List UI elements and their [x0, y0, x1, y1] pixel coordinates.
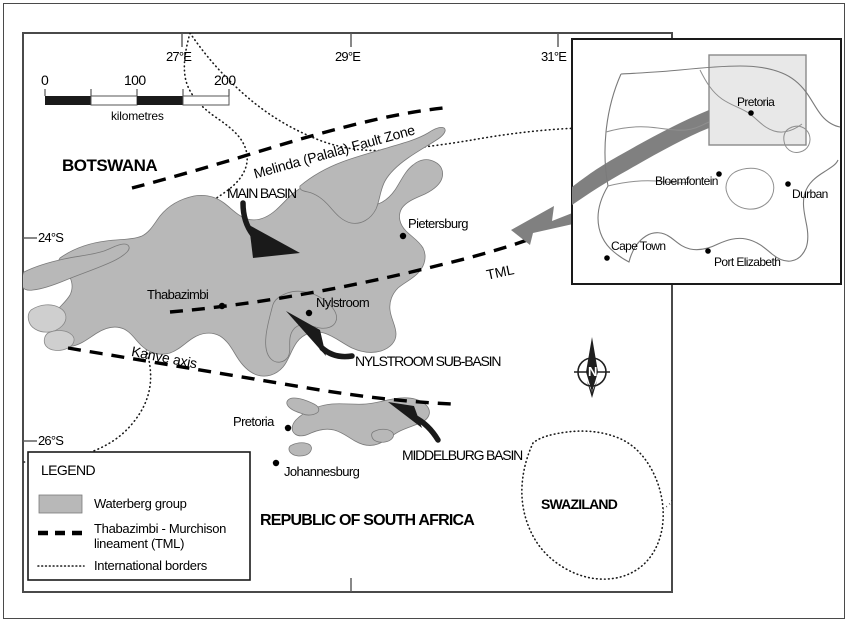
latitude-label-26s: 26°S	[38, 433, 64, 448]
inset-contents	[572, 54, 841, 263]
latitude-label-24s: 24°S	[38, 230, 64, 245]
country-label-botswana: BOTSWANA	[62, 156, 158, 175]
basin-label-middelburg: MIDDELBURG BASIN	[402, 447, 523, 463]
main-basin-arrowhead	[249, 225, 300, 258]
map-contents	[23, 33, 672, 592]
country-label-rsa: REPUBLIC OF SOUTH AFRICA	[260, 512, 475, 529]
inset-dot-portelizabeth	[705, 248, 711, 254]
city-dot-nylstroom	[305, 309, 313, 317]
city-label-thabazimbi: Thabazimbi	[147, 287, 209, 302]
scale-bar	[44, 89, 230, 106]
inset-country-outline	[597, 65, 841, 263]
waterberg-middelburg-outlier-2	[371, 428, 394, 443]
city-dot-pretoria	[284, 424, 292, 432]
waterberg-outlier-a	[27, 304, 67, 333]
inset-dot-durban	[785, 181, 791, 187]
waterberg-nylstroom-subbasin	[265, 290, 338, 363]
inset-city-label-portelizabeth: Port Elizabeth	[714, 255, 781, 269]
legend-label-waterberg: Waterberg group	[94, 496, 187, 511]
scale-unit-label: kilometres	[111, 109, 164, 123]
longitude-label-29e: 29°E	[335, 49, 361, 64]
legend-title: LEGEND	[41, 462, 96, 478]
legend-label-tml-line1: Thabazimbi - Murchison	[94, 521, 227, 536]
scale-tick-0: 0	[41, 72, 49, 88]
waterberg-middelburg-outlier	[288, 442, 312, 457]
inset-city-label-bloemfontein: Bloemfontein	[655, 174, 718, 188]
middelburg-arrowhead	[388, 402, 422, 428]
inset-dot-bloemfontein	[716, 171, 722, 177]
inset-city-label-capetown: Cape Town	[611, 239, 666, 253]
tml-lineament-line	[169, 237, 531, 314]
city-label-nylstroom: Nylstroom	[316, 295, 370, 310]
waterberg-west-tail	[23, 243, 130, 291]
swaziland-border	[521, 430, 664, 580]
inset-pointer-band-interior	[572, 110, 709, 205]
nylstroom-arrowhead	[286, 311, 326, 356]
legend-swatch-waterberg	[38, 494, 83, 514]
inset-study-area-box	[708, 54, 807, 146]
north-arrow	[574, 337, 610, 398]
inset-small-loop	[783, 125, 811, 153]
city-label-pietersburg: Pietersburg	[408, 216, 468, 231]
scale-tick-200: 200	[214, 72, 236, 88]
inset-lesotho-outline	[725, 167, 775, 210]
city-label-pretoria: Pretoria	[233, 414, 274, 429]
city-dot-thabazimbi	[218, 302, 226, 310]
basin-label-main: MAIN BASIN	[227, 185, 297, 201]
scale-tick-100: 100	[124, 72, 146, 88]
inset-city-label-durban: Durban	[792, 187, 828, 201]
city-dot-johannesburg	[272, 459, 280, 467]
inset-city-label-pretoria: Pretoria	[737, 95, 775, 109]
melinda-palala-fault-zone-line	[131, 106, 444, 190]
inset-dot-pretoria	[748, 110, 754, 116]
inset-dot-capetown	[604, 255, 610, 261]
legend-label-international-borders: International borders	[94, 558, 207, 573]
north-arrow-label: N	[588, 364, 598, 379]
waterberg-main-basin-lobe	[299, 126, 446, 224]
waterberg-middelburg-west-arm	[286, 397, 320, 416]
longitude-label-31e: 31°E	[541, 49, 567, 64]
city-dot-pietersburg	[399, 232, 407, 240]
city-label-johannesburg: Johannesburg	[284, 464, 360, 479]
international-border-north	[189, 33, 672, 152]
country-label-swaziland: SWAZILAND	[541, 496, 618, 512]
longitude-label-27e: 27°E	[166, 49, 192, 64]
basin-label-nylstroom: NYLSTROOM SUB-BASIN	[355, 353, 501, 369]
legend-label-tml-line2: lineament (TML)	[94, 536, 185, 551]
legend-box	[27, 451, 251, 581]
